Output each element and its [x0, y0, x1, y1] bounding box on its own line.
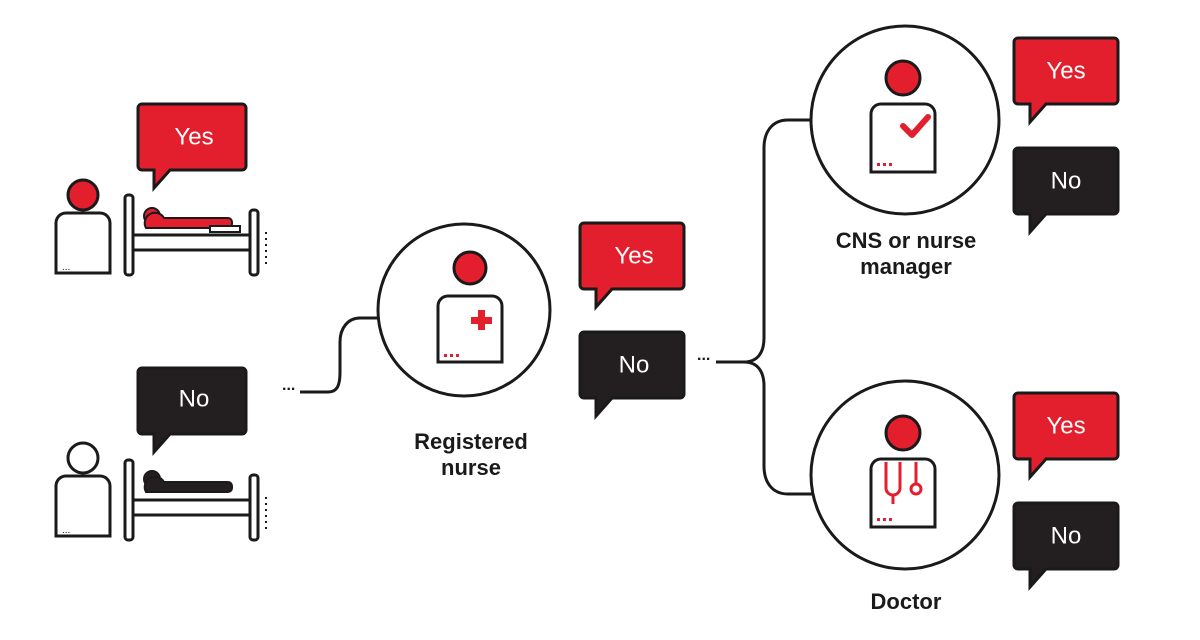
- speech-bubble-yes: Yes: [1012, 391, 1120, 481]
- answer-text: No: [1051, 522, 1082, 549]
- bed-icon: [123, 458, 267, 542]
- speech-bubble-no: No: [1012, 501, 1120, 591]
- manager-icon: [869, 59, 937, 174]
- role-label: manager: [860, 254, 952, 279]
- speech-bubble-yes: Yes: [136, 102, 248, 192]
- svg-text:...: ...: [62, 525, 70, 536]
- speech-bubble-no: No: [1012, 146, 1120, 236]
- nurse-icon: [436, 250, 504, 364]
- bed-icon: [123, 193, 267, 277]
- svg-text:...: ...: [282, 377, 295, 394]
- red-cross-icon: [471, 310, 492, 330]
- speech-bubble-yes: Yes: [578, 221, 686, 311]
- answer-text: Yes: [1046, 412, 1085, 439]
- connector-branch: ...: [697, 115, 835, 499]
- answer-text: Yes: [1046, 57, 1085, 84]
- role-registered-nurse: Registered nurse Yes No: [376, 221, 686, 480]
- role-label: Registered: [414, 429, 528, 454]
- connector-to-nurse: ...: [282, 313, 411, 394]
- role-cns-nurse-manager: CNS or nurse manager Yes No: [809, 24, 1120, 279]
- speech-bubble-no: No: [136, 366, 248, 456]
- speech-bubble-no: No: [578, 330, 686, 420]
- doctor-icon: [869, 414, 937, 529]
- role-label: Doctor: [871, 589, 942, 614]
- answer-text: Yes: [614, 242, 653, 269]
- answer-text: No: [619, 351, 650, 378]
- role-doctor: Doctor Yes No: [809, 379, 1120, 614]
- staff-icon: ...: [54, 441, 112, 538]
- svg-text:...: ...: [62, 262, 70, 273]
- checkmark-icon: [900, 114, 931, 138]
- patient-no-group: No ...: [54, 366, 267, 542]
- role-label: nurse: [441, 455, 501, 480]
- answer-text: Yes: [174, 123, 213, 150]
- answer-text: No: [1051, 167, 1082, 194]
- role-label: CNS or nurse: [836, 228, 977, 253]
- svg-text:...: ...: [697, 347, 710, 364]
- patient-yes-group: Yes ...: [54, 102, 267, 277]
- speech-bubble-yes: Yes: [1012, 36, 1120, 126]
- staff-icon: ...: [54, 178, 112, 275]
- stethoscope-icon: [884, 462, 923, 504]
- answer-text: No: [179, 385, 210, 412]
